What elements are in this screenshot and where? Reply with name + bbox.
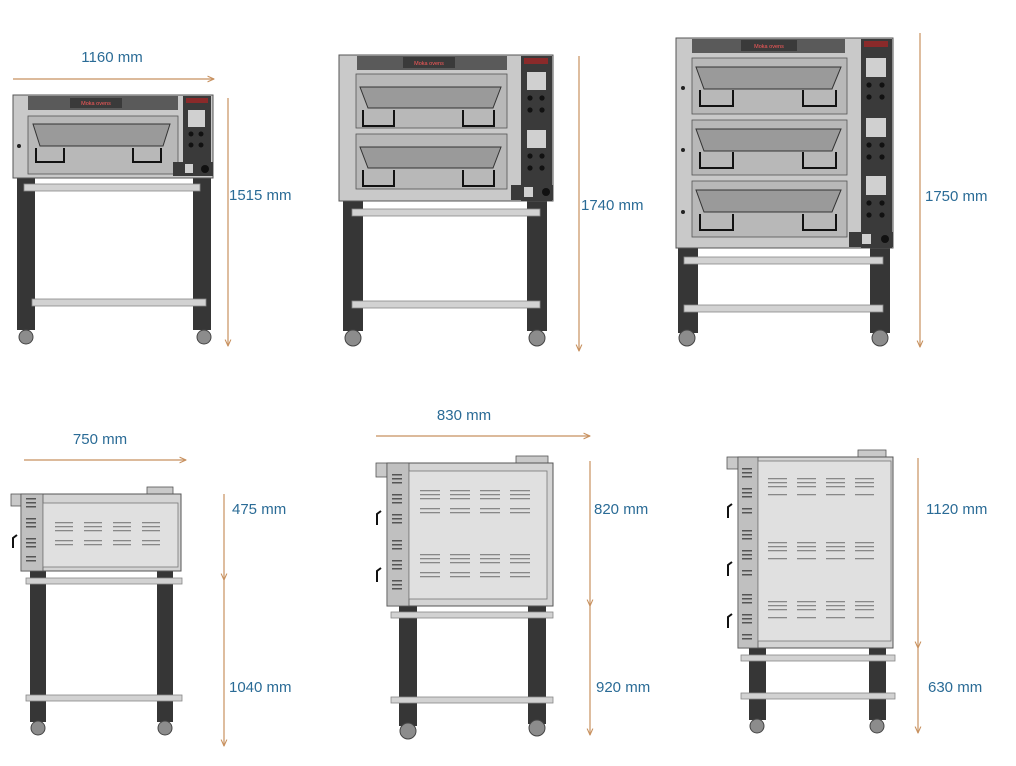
brand-plate-label: Moka ovens [754, 44, 784, 50]
wheel [749, 718, 765, 734]
side-view-single-deck: 750 mm 475 mm 1040 mm [10, 431, 292, 746]
stand-height-label: 920 mm [596, 679, 650, 696]
front-view-single-deck: Moka ovens 1160 mm 1515 mm [12, 49, 292, 346]
oven-body: Moka ovens [12, 94, 214, 179]
wheel [528, 329, 546, 347]
wheel [30, 720, 46, 736]
stand [678, 246, 890, 347]
front-view-double-deck: Moka ovens 1740 mm [338, 54, 644, 351]
oven-body: Moka ovens [338, 54, 554, 202]
width-label: 1160 mm [81, 49, 142, 66]
wheel [871, 329, 889, 347]
wheel [157, 720, 173, 736]
wheel [528, 719, 546, 737]
stand-height-label: 1040 mm [229, 679, 292, 696]
oven-height-label: 1120 mm [926, 501, 987, 518]
wheel [18, 329, 34, 345]
stand [343, 198, 547, 347]
wheel [678, 329, 696, 347]
side-view-double-deck: 830 mm 820 mm 920 mm [375, 407, 650, 740]
height-label: 1750 mm [925, 188, 988, 205]
wheel [344, 329, 362, 347]
stand [17, 176, 212, 345]
oven-body [10, 486, 182, 572]
stand-height-label: 630 mm [928, 679, 982, 696]
wheel [399, 722, 417, 740]
depth-label: 750 mm [73, 431, 127, 448]
stand [390, 604, 554, 740]
oven-body [726, 449, 894, 649]
wheel [869, 718, 885, 734]
brand-plate-label: Moka ovens [81, 101, 111, 107]
height-label: 1740 mm [581, 197, 644, 214]
depth-label: 830 mm [437, 407, 491, 424]
oven-body: Moka ovens [675, 37, 894, 249]
height-label: 1515 mm [229, 187, 292, 204]
oven-height-label: 475 mm [232, 501, 286, 518]
oven-body [375, 455, 554, 607]
wheel [196, 329, 212, 345]
side-view-triple-deck: 1120 mm 630 mm [726, 449, 987, 734]
front-view-triple-deck: Moka ovens [675, 33, 988, 347]
oven-height-label: 820 mm [594, 501, 648, 518]
stand [740, 646, 896, 734]
stand [25, 570, 183, 736]
brand-plate-label: Moka ovens [414, 61, 444, 67]
